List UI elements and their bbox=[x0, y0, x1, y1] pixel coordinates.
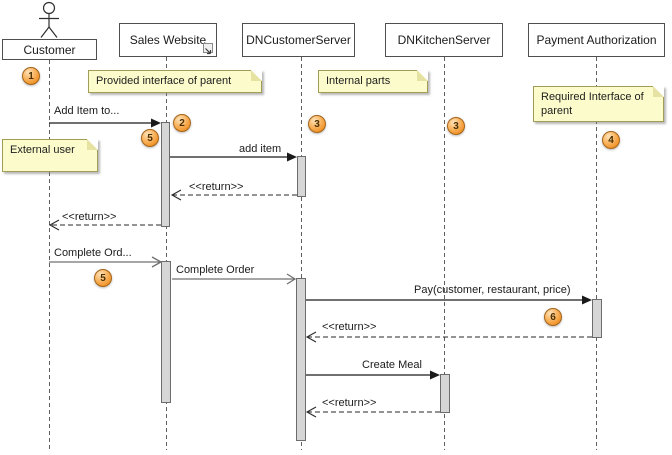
message-label-add-item-to[interactable]: Add Item to... bbox=[54, 105, 120, 117]
note-external-user[interactable]: External user bbox=[2, 139, 98, 172]
activation-bar-dncustomer-2[interactable] bbox=[296, 278, 306, 441]
note-text: Provided interface of parent bbox=[96, 75, 232, 87]
message-arrow-complete-order[interactable] bbox=[172, 273, 297, 285]
message-label-complete-ord[interactable]: Complete Ord... bbox=[54, 247, 132, 259]
message-arrow-add-item-to[interactable] bbox=[49, 118, 161, 128]
message-label-return-3[interactable]: <<return>> bbox=[322, 321, 377, 333]
activation-bar-payment[interactable] bbox=[592, 299, 602, 338]
note-provided-interface[interactable]: Provided interface of parent bbox=[88, 70, 262, 93]
actor-icon[interactable] bbox=[39, 1, 59, 38]
note-text: Internal parts bbox=[326, 75, 391, 87]
note-text: External user bbox=[10, 144, 75, 156]
note-internal-parts[interactable]: Internal parts bbox=[318, 70, 428, 93]
collapsed-reference-icon[interactable] bbox=[203, 43, 213, 55]
activation-bar-kitchen[interactable] bbox=[440, 374, 450, 413]
message-arrow-add-item[interactable] bbox=[170, 152, 297, 162]
message-arrow-pay[interactable] bbox=[306, 295, 592, 305]
activation-bar-sales-1[interactable] bbox=[161, 122, 170, 227]
lifeline-head-customer[interactable]: Customer bbox=[2, 39, 97, 60]
sequence-badge-5b: 5 bbox=[94, 269, 112, 287]
message-arrow-return-4[interactable] bbox=[305, 406, 440, 418]
lifeline-name: Payment Authorization bbox=[536, 33, 657, 47]
note-text: Required Interface of parent bbox=[541, 91, 644, 117]
message-arrow-return-2[interactable] bbox=[48, 219, 161, 231]
activation-bar-dncustomer-1[interactable] bbox=[297, 156, 306, 197]
sequence-badge-2: 2 bbox=[173, 114, 191, 132]
message-label-complete-order[interactable]: Complete Order bbox=[176, 264, 255, 276]
lifeline-head-dnkitchenserver[interactable]: DNKitchenServer bbox=[385, 23, 503, 57]
lifeline-name: Customer bbox=[23, 42, 76, 57]
message-arrow-return-1[interactable] bbox=[170, 189, 297, 201]
lifeline-name: DNKitchenServer bbox=[397, 33, 491, 47]
sequence-badge-1: 1 bbox=[22, 67, 40, 85]
sequence-badge-3a: 3 bbox=[308, 115, 326, 133]
lifeline-name: Sales Website bbox=[129, 33, 207, 47]
message-label-return-1[interactable]: <<return>> bbox=[189, 181, 244, 193]
activation-bar-sales-2[interactable] bbox=[161, 261, 171, 403]
message-label-add-item[interactable]: add item bbox=[239, 143, 282, 155]
lifeline-head-sales-website[interactable]: Sales Website bbox=[119, 23, 217, 57]
message-label-return-2[interactable]: <<return>> bbox=[62, 211, 117, 223]
message-arrow-return-3[interactable] bbox=[305, 331, 592, 343]
note-required-interface[interactable]: Required Interface of parent bbox=[533, 86, 664, 122]
sequence-badge-3b: 3 bbox=[447, 117, 465, 135]
message-arrow-create-meal[interactable] bbox=[306, 370, 440, 380]
message-label-return-4[interactable]: <<return>> bbox=[322, 397, 377, 409]
sequence-badge-5a: 5 bbox=[141, 129, 159, 147]
lifeline-name: DNCustomerServer bbox=[246, 33, 351, 47]
lifeline-head-dncustomerserver[interactable]: DNCustomerServer bbox=[242, 23, 355, 57]
lifeline-head-payment-authorization[interactable]: Payment Authorization bbox=[528, 23, 665, 57]
message-label-create-meal[interactable]: Create Meal bbox=[362, 359, 422, 371]
sequence-badge-6: 6 bbox=[544, 308, 562, 326]
sequence-badge-4: 4 bbox=[602, 131, 620, 149]
message-label-pay[interactable]: Pay(customer, restaurant, price) bbox=[414, 284, 571, 296]
